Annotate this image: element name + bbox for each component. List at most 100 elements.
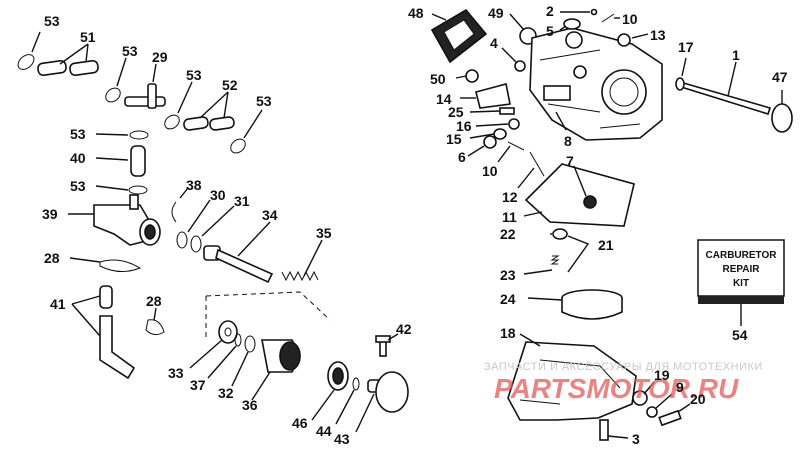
callout-19: 19: [654, 367, 670, 383]
callout-12: 12: [502, 189, 518, 205]
washer-17: [675, 57, 687, 91]
watermark-text: ЗАПЧАСТИ И АКСЕССУАРЫ ДЛЯ МОТОТЕХНИКИ: [484, 361, 763, 373]
callout-53: 53: [44, 13, 60, 29]
callout-43: 43: [334, 431, 350, 447]
callout-13: 13: [650, 27, 666, 43]
callout-53: 53: [70, 126, 86, 142]
float-bowl-18: [507, 333, 637, 421]
gasket-48: [430, 8, 488, 64]
callout-32: 32: [218, 385, 234, 401]
clip-53-left-4: [230, 109, 263, 154]
tee-fitting-29: [124, 63, 166, 109]
callout-7: 7: [566, 153, 574, 169]
callout-23: 23: [500, 267, 516, 283]
gasket-11: [523, 163, 635, 227]
o-ring-37: [207, 333, 242, 379]
hose-52: [183, 91, 235, 131]
hose-40: [95, 145, 146, 177]
bracket-21: [567, 235, 590, 273]
screw-20: [658, 403, 691, 427]
callout-53: 53: [186, 67, 202, 83]
callout-30: 30: [210, 187, 226, 203]
callout-54: 54: [732, 327, 748, 343]
callout-37: 37: [190, 377, 206, 393]
callout-33: 33: [168, 365, 184, 381]
washer-9: [646, 393, 673, 418]
callout-4: 4: [490, 35, 498, 51]
callout-10: 10: [622, 11, 638, 27]
spring-35: [281, 239, 323, 282]
callout-labels: 53 51 53 29 53 52 53 53 40 53 39 28 41 2…: [42, 3, 788, 447]
watermark-logo: PARTSMOTOR.RU: [494, 373, 739, 404]
valve-body-36: [251, 339, 301, 401]
callout-53: 53: [70, 178, 86, 194]
callout-28: 28: [44, 250, 60, 266]
callout-9: 9: [676, 379, 684, 395]
seat-22: [550, 228, 568, 240]
seal-46: [311, 361, 349, 421]
callout-52: 52: [222, 77, 238, 93]
washer-16: [475, 118, 520, 130]
clamp-28-right: [145, 307, 165, 336]
screw-3: [599, 419, 629, 441]
nut-19: [632, 381, 655, 406]
callout-46: 46: [292, 415, 308, 431]
callout-2: 2: [546, 3, 554, 19]
callout-8: 8: [564, 133, 572, 149]
rod-12: [517, 151, 545, 189]
callout-5: 5: [546, 23, 554, 39]
callout-53: 53: [256, 93, 272, 109]
callout-16: 16: [456, 118, 472, 134]
callout-38: 38: [186, 177, 202, 193]
callout-3: 3: [632, 431, 640, 447]
nut-49: [509, 13, 537, 45]
clip-53-mid: [95, 130, 149, 140]
callout-48: 48: [408, 5, 424, 21]
watermark: ЗАПЧАСТИ И АКСЕССУАРЫ ДЛЯ МОТОТЕХНИКИ PA…: [484, 361, 763, 404]
callout-53: 53: [122, 43, 138, 59]
bracket-14: [460, 83, 511, 109]
callout-28: 28: [146, 293, 162, 309]
nut-6: [467, 135, 497, 157]
callout-1: 1: [732, 47, 740, 63]
clip-53-left-2: [105, 57, 127, 103]
callout-20: 20: [690, 391, 706, 407]
callout-18: 18: [500, 325, 516, 341]
callout-50: 50: [430, 71, 446, 87]
callout-21: 21: [598, 237, 614, 253]
needle-7: [573, 165, 587, 197]
callout-31: 31: [234, 193, 250, 209]
fitting-body-39: [68, 194, 161, 246]
callout-42: 42: [396, 321, 412, 337]
pin-10-top: [601, 13, 620, 23]
screw-42: [375, 333, 399, 357]
callout-34: 34: [262, 207, 278, 223]
repair-kit-box-54: CARBURETOR REPAIR KIT: [697, 239, 785, 326]
callout-22: 22: [500, 226, 516, 242]
callout-6: 6: [458, 149, 466, 165]
hose-51: [37, 43, 99, 77]
dashed-bracket: [205, 291, 331, 340]
callout-39: 39: [42, 206, 58, 222]
plug-5: [559, 18, 581, 31]
clip-53-left-3: [164, 81, 193, 130]
clip-53-top-left: [17, 31, 41, 70]
callout-49: 49: [488, 5, 504, 21]
clamp-28-left: [69, 257, 142, 272]
plug-4: [501, 47, 526, 72]
plunger-43: [355, 371, 409, 433]
kit-line-1: CARBURETOR: [706, 250, 778, 261]
callout-10: 10: [482, 163, 498, 179]
callout-24: 24: [500, 291, 516, 307]
callout-36: 36: [242, 397, 258, 413]
screw-8: [555, 111, 567, 131]
o-ring-44: [335, 377, 360, 425]
callout-41: 41: [50, 296, 66, 312]
spring-23: [523, 255, 560, 275]
carburetor-body: [529, 27, 663, 141]
clip-53-lower: [95, 185, 148, 195]
spring-clip-38: [171, 187, 189, 223]
o-ring-31: [190, 205, 235, 253]
